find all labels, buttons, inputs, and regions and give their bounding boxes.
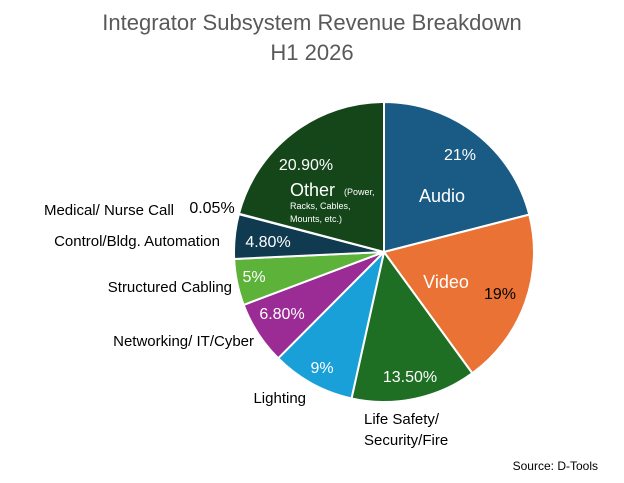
label-networking-it-cyber-name: Networking/ IT/Cyber [113, 333, 254, 350]
label-video-name: Video [423, 272, 469, 292]
pie-slices [233, 101, 535, 403]
pie-slice-other [237, 101, 385, 253]
pie-slice-lighting [277, 251, 385, 400]
label-structured-cabling-name: Structured Cabling [108, 279, 232, 296]
label-control-bldg-automation-value: 4.80% [245, 234, 290, 251]
label-control-bldg-automation-name: Control/Bldg. Automation [54, 233, 220, 250]
label-lighting-value: 9% [310, 360, 333, 377]
source-note: Source: D-Tools [512, 459, 598, 473]
chart-title-block: Integrator Subsystem Revenue Breakdown H… [0, 8, 624, 68]
other-note-line2: Racks, Cables, [290, 201, 351, 211]
label-audio-name: Audio [419, 186, 465, 206]
pie-slice-life-safety-security-fire [350, 251, 474, 403]
label-networking-it-cyber-value: 6.80% [259, 306, 304, 323]
chart-subtitle: H1 2026 [270, 40, 354, 65]
label-video-value: 19% [484, 286, 516, 303]
label-other-name: Other [290, 180, 335, 200]
chart-title: Integrator Subsystem Revenue Breakdown [102, 10, 522, 35]
pie-slice-video [383, 213, 535, 375]
label-life-safety-security-fire-value: 13.50% [383, 369, 437, 386]
label-life-safety-security-fire-name-line2: Security/Fire [364, 432, 448, 449]
label-audio-value: 21% [444, 147, 476, 164]
label-structured-cabling-value: 5% [242, 269, 265, 286]
label-other-value: 20.90% [279, 157, 333, 174]
label-medical-nurse-call-value: 0.05% [189, 200, 234, 217]
pie-slice-audio [383, 101, 531, 253]
label-life-safety-security-fire-name-line1: Life Safety/ [364, 411, 440, 428]
other-note-line1: (Power, [344, 187, 375, 197]
label-medical-nurse-call-name: Medical/ Nurse Call [44, 202, 174, 219]
other-note-line3: Mounts, etc.) [290, 214, 342, 224]
label-lighting-name: Lighting [253, 390, 306, 407]
